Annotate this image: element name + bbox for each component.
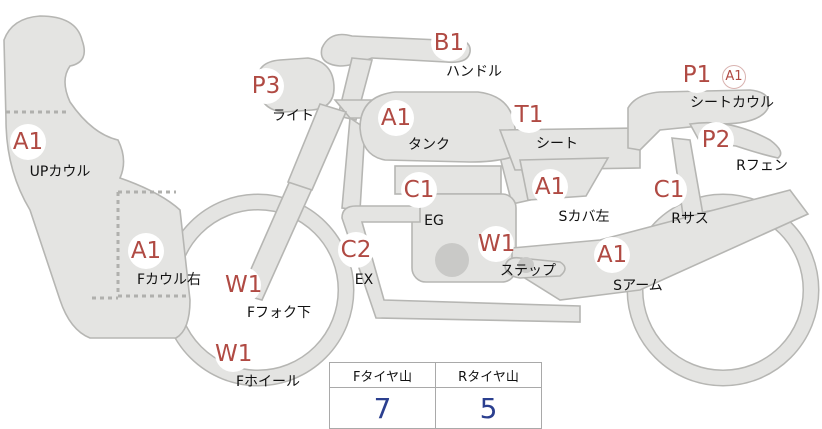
code-badge: T1 xyxy=(511,97,547,133)
front-tire-header: Fタイヤ山 xyxy=(329,362,436,388)
code-badge: P2 xyxy=(698,122,734,158)
part-label: Sカバ左 xyxy=(558,209,610,225)
part-label: Fカウル右 xyxy=(136,272,202,288)
part-label: Rサス xyxy=(671,211,709,227)
part-label: Fホイール xyxy=(235,374,301,390)
code-badge: W1 xyxy=(225,267,262,303)
part-label: Rフェン xyxy=(736,158,788,174)
part-label: ライト xyxy=(272,108,314,124)
part-label: ステップ xyxy=(500,263,556,279)
code-badge-secondary: A1 xyxy=(722,65,746,89)
rear-tire-header: Rタイヤ山 xyxy=(435,362,542,388)
rear-tire-value[interactable]: 5 xyxy=(435,387,542,429)
part-label: シートカウル xyxy=(690,95,774,111)
code-badge: C1 xyxy=(401,172,437,208)
code-badge: A1 xyxy=(10,124,46,160)
code-badge: P3 xyxy=(248,68,284,104)
code-badge: C1 xyxy=(651,172,687,208)
part-label: UPカウル xyxy=(29,164,91,180)
code-badge: B1 xyxy=(431,25,467,61)
part-label: EX xyxy=(354,272,374,288)
code-badge: A1 xyxy=(128,233,164,269)
code-badge: W1 xyxy=(478,226,515,262)
part-label: シート xyxy=(536,136,578,152)
front-tire-value[interactable]: 7 xyxy=(329,387,436,429)
code-badge: W1 xyxy=(215,336,252,372)
code-badge: A1 xyxy=(378,100,414,136)
part-label: タンク xyxy=(408,137,450,153)
part-label: Fフォク下 xyxy=(246,305,312,321)
code-badge: P1 xyxy=(679,57,715,93)
code-badge: C2 xyxy=(338,232,374,268)
code-badge: A1 xyxy=(532,169,568,205)
exhaust-shape xyxy=(341,205,581,323)
code-badge: A1 xyxy=(594,237,630,273)
part-label: EG xyxy=(424,213,444,229)
part-label: ハンドル xyxy=(446,64,502,80)
fork-upper-shape xyxy=(286,103,348,191)
tire-tread-table: Fタイヤ山 Rタイヤ山 7 5 xyxy=(329,362,542,429)
part-label: Sアーム xyxy=(613,278,663,294)
